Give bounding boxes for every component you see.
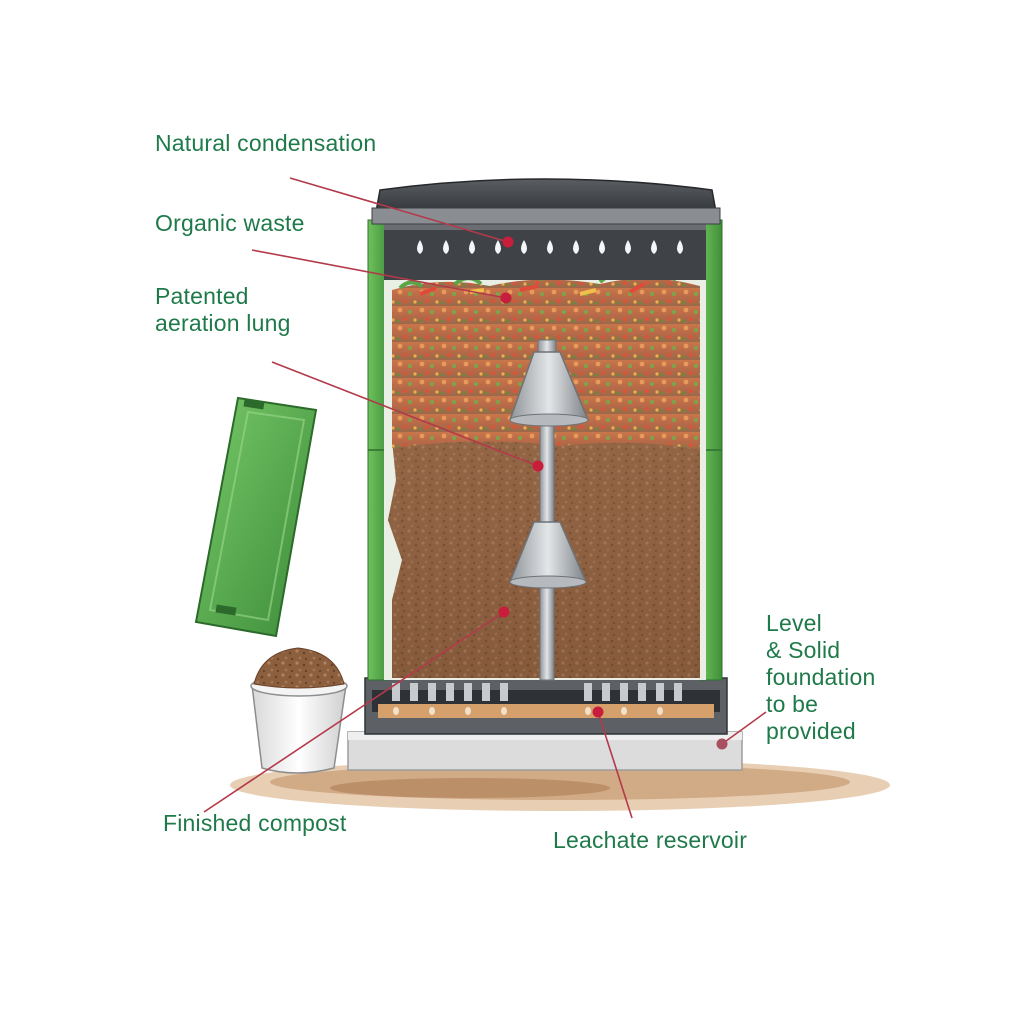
leader-finished-compost [203,611,505,813]
marker-finished-compost [498,606,510,618]
label-aeration-line2: aeration lung [155,310,291,336]
grate-slots [392,683,682,701]
label-leachate-reservoir-text: Leachate reservoir [553,827,748,853]
label-natural-condensation: Natural condensation [155,130,376,157]
condensation-drops [417,240,683,254]
label-foundation-line2: & Solid [766,637,841,663]
leader-foundation [721,711,767,745]
leader-natural-condensation [289,177,509,243]
label-organic-waste-text: Organic waste [155,210,305,236]
marker-natural-condensation [502,236,514,248]
marker-leachate-reservoir [592,706,604,718]
leader-leachate-reservoir [597,711,633,819]
label-leachate-reservoir: Leachate reservoir [553,827,747,854]
leader-organic-waste [251,249,507,299]
marker-aeration-lung [532,460,544,472]
label-foundation-line4: to be [766,691,819,717]
label-aeration-line1: Patented [155,283,249,309]
marker-dots [498,236,728,750]
label-foundation: Level & Solid foundation to be provided [766,610,875,745]
label-foundation-line1: Level [766,610,822,636]
label-organic-waste: Organic waste [155,210,305,237]
compost-pot [250,647,348,774]
condensation-chamber [384,222,706,280]
label-aeration-lung: Patented aeration lung [155,283,291,337]
label-finished-compost: Finished compost [163,810,346,837]
ground-soil [230,759,890,811]
bin-lid [371,178,721,225]
label-foundation-line5: provided [766,718,856,744]
leader-aeration-lung [271,361,539,467]
marker-organic-waste [500,292,512,304]
label-foundation-line3: foundation [766,664,876,690]
leachate-drops [393,707,663,715]
marker-foundation [716,738,728,750]
bin-door-panel [194,396,318,638]
label-natural-condensation-text: Natural condensation [155,130,377,156]
label-finished-compost-text: Finished compost [163,810,347,836]
leachate-reservoir-tray [364,677,728,735]
leader-lines [203,177,767,819]
foundation-slab [347,731,743,771]
aeration-lung [508,339,590,681]
